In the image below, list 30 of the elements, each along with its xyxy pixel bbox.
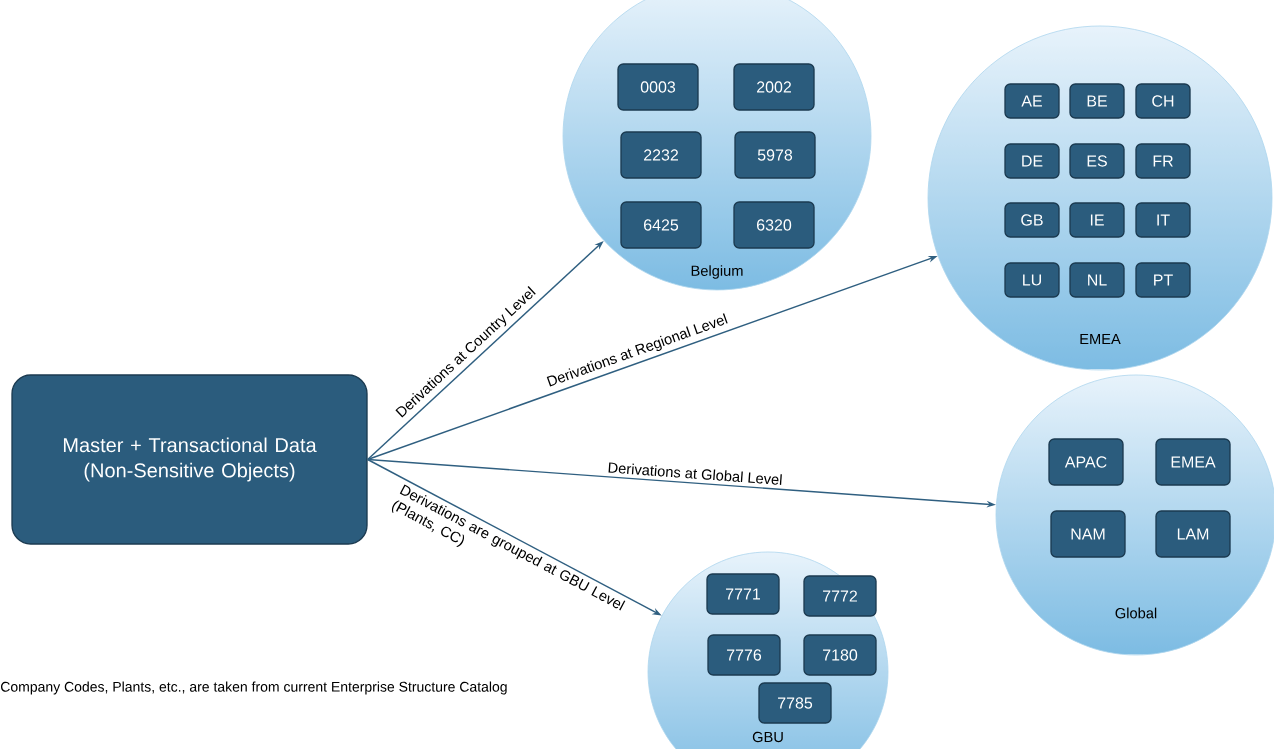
code-box: 6320	[733, 201, 815, 249]
code-box: LAM	[1155, 510, 1231, 558]
code-box: BE	[1069, 83, 1125, 119]
code-box: GB	[1004, 202, 1060, 238]
code-box: AE	[1004, 83, 1060, 119]
code-box: CH	[1135, 83, 1191, 119]
code-box: FR	[1135, 143, 1191, 179]
code-box: LU	[1004, 262, 1060, 298]
edge-label: Derivations at Global Level	[608, 462, 782, 485]
footnote: Company Codes, Plants, etc., are taken from current Enterprise Structure Catalog	[1, 681, 507, 695]
code-box: 7180	[803, 634, 877, 676]
code-box: PT	[1135, 262, 1191, 298]
code-box: 0003	[617, 63, 699, 111]
code-box: 5978	[734, 131, 816, 179]
code-box: ES	[1069, 143, 1125, 179]
code-box: APAC	[1048, 438, 1124, 486]
code-box: 2232	[620, 131, 702, 179]
process-box: Master + Transactional Data (Non-Sensitive Objects)	[11, 374, 368, 545]
code-box: 7785	[758, 682, 832, 724]
code-box: IT	[1135, 202, 1191, 238]
code-box: EMEA	[1155, 438, 1231, 486]
code-box: 7771	[706, 573, 780, 615]
code-box: IE	[1069, 202, 1125, 238]
code-box: DE	[1004, 143, 1060, 179]
code-box: NL	[1069, 262, 1125, 298]
code-box: 7772	[803, 575, 877, 617]
code-box: NAM	[1050, 510, 1126, 558]
code-box: 2002	[733, 63, 815, 111]
code-box: 7776	[707, 634, 781, 676]
code-box: 6425	[620, 201, 702, 249]
